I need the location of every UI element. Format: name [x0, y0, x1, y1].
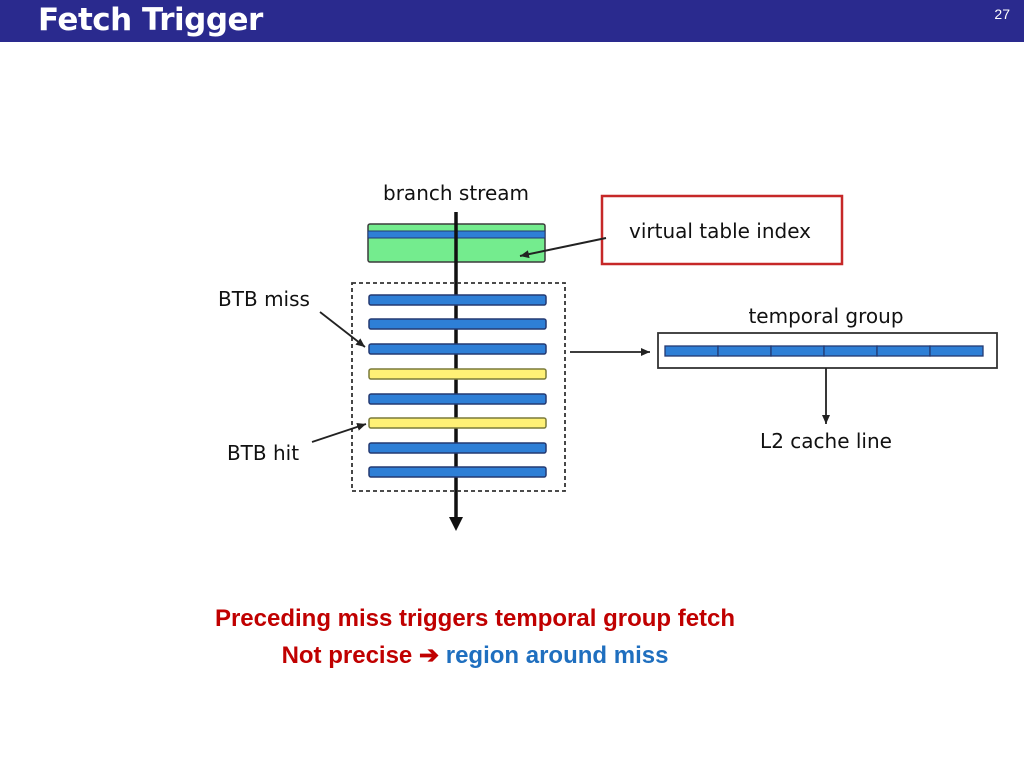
caption-line-1: Preceding miss triggers temporal group f…	[214, 605, 736, 632]
caption-arrow-icon: ➔	[418, 642, 440, 669]
btb-miss-arrow	[319, 311, 366, 348]
temporal-group-segment	[717, 345, 772, 357]
stream-entry-hit	[368, 368, 547, 380]
temporal-group-segment	[770, 345, 825, 357]
caption-not-precise: Not precise	[281, 642, 413, 669]
stream-entry-hit	[368, 417, 547, 429]
stream-entry-miss	[368, 466, 547, 478]
temporal-group-segment	[929, 345, 984, 357]
stream-entry-miss	[368, 442, 547, 454]
title-bar: Fetch Trigger 27	[0, 0, 1024, 42]
temporal-group-segments	[664, 345, 984, 357]
temporal-group-label: temporal group	[748, 304, 903, 328]
temporal-group-segment	[664, 345, 719, 357]
l2-cache-line-label: L2 cache line	[760, 429, 892, 453]
stream-entry-miss	[368, 294, 547, 306]
branch-stream-label: branch stream	[383, 181, 529, 205]
stream-entry-miss	[368, 318, 547, 330]
caption-region-around-miss: region around miss	[445, 642, 669, 669]
virtual-table-index-label: virtual table index	[629, 219, 811, 243]
btb-hit-label: BTB hit	[227, 441, 299, 465]
stream-entry-miss	[368, 343, 547, 355]
temporal-group-segment	[876, 345, 931, 357]
virtual-table-index-arrow	[519, 237, 607, 259]
btb-hit-arrow	[311, 423, 367, 443]
virtual-table-index-box	[600, 194, 844, 266]
caption-line-2: Not precise ➔ region around miss	[0, 641, 950, 670]
stream-entries	[368, 294, 547, 478]
temporal-group-segment	[823, 345, 878, 357]
stream-window-box	[351, 282, 566, 492]
slide-title: Fetch Trigger	[38, 2, 263, 38]
slide-number: 27	[994, 6, 1010, 22]
stream-entry-miss	[368, 393, 547, 405]
btb-miss-label: BTB miss	[218, 287, 310, 311]
